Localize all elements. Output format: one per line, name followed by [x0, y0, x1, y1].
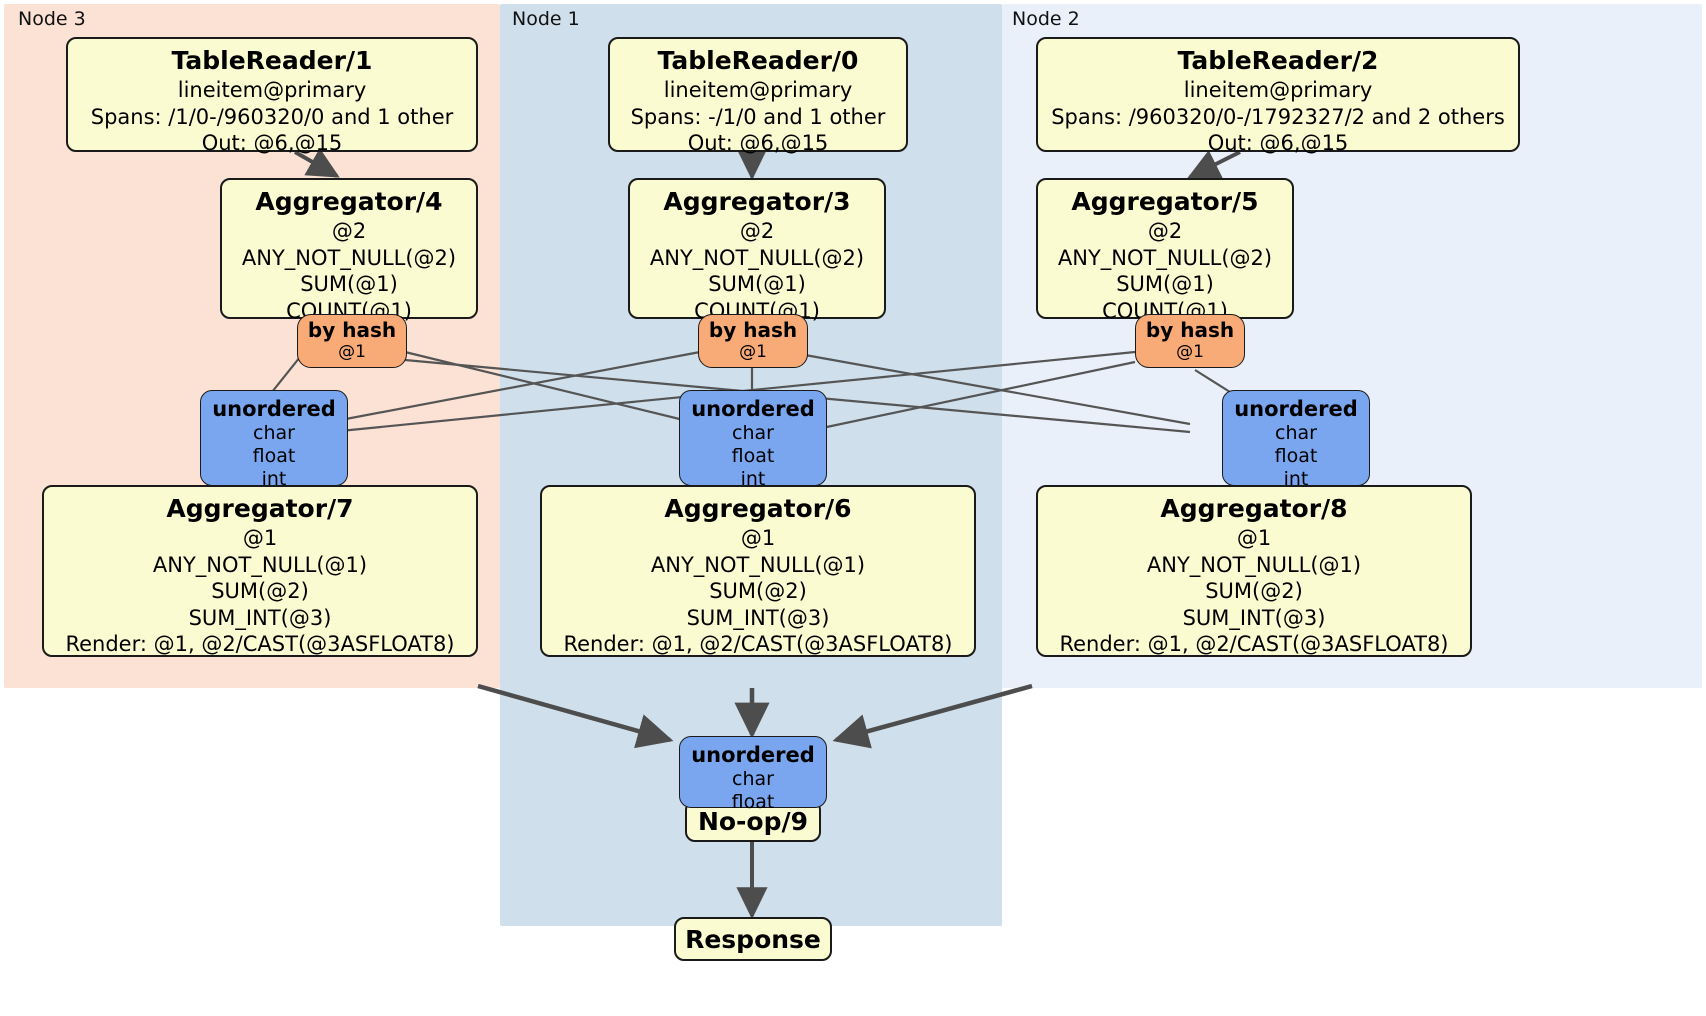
processor-line: lineitem@primary [1183, 78, 1373, 102]
synchronizer-unordered-final[interactable]: unordered char float [679, 736, 827, 813]
processor-title: Aggregator/6 [664, 494, 852, 523]
processor-line: @2 [1147, 219, 1183, 243]
router-subtitle: @1 [338, 342, 366, 362]
processor-line: Spans: /960320/0-/1792327/2 and 2 others [1051, 104, 1505, 129]
processor-line: Render: @1, @2/CAST(@3ASFLOAT8) [65, 632, 455, 656]
processor-line: Out: @6,@15 [687, 131, 829, 155]
panel-label-node-2: Node 2 [1012, 8, 1080, 30]
processor-aggregator-8[interactable]: Aggregator/8 @1 ANY_NOT_NULL(@1) SUM(@2)… [1036, 485, 1472, 657]
processor-line: @2 [331, 219, 367, 243]
processor-title: Aggregator/7 [166, 494, 354, 523]
processor-line: ANY_NOT_NULL(@1) [152, 552, 368, 577]
synchronizer-unordered-right[interactable]: unordered char float int [1222, 390, 1370, 490]
processor-line: ANY_NOT_NULL(@2) [241, 245, 457, 270]
processor-aggregator-6[interactable]: Aggregator/6 @1 ANY_NOT_NULL(@1) SUM(@2)… [540, 485, 976, 657]
processor-line: lineitem@primary [177, 78, 367, 102]
router-title: by hash [307, 318, 397, 342]
processor-title: TableReader/0 [657, 46, 859, 75]
processor-title: Aggregator/4 [255, 187, 443, 216]
processor-line: Render: @1, @2/CAST(@3ASFLOAT8) [563, 632, 953, 656]
processor-line: SUM_INT(@3) [188, 605, 332, 630]
processor-aggregator-5[interactable]: Aggregator/5 @2 ANY_NOT_NULL(@2) SUM(@1)… [1036, 178, 1294, 323]
processor-table-reader-0[interactable]: TableReader/0 lineitem@primary Spans: -/… [608, 37, 908, 155]
processor-line: lineitem@primary [663, 78, 853, 102]
synchronizer-type: int [1283, 468, 1309, 490]
processor-line: SUM(@2) [709, 579, 807, 603]
processor-line: SUM_INT(@3) [686, 605, 830, 630]
processor-line: SUM_INT(@3) [1182, 605, 1326, 630]
processor-aggregator-7[interactable]: Aggregator/7 @1 ANY_NOT_NULL(@1) SUM(@2)… [42, 485, 478, 657]
processor-aggregator-4[interactable]: Aggregator/4 @2 ANY_NOT_NULL(@2) SUM(@1)… [220, 178, 478, 323]
processor-table-reader-2[interactable]: TableReader/2 lineitem@primary Spans: /9… [1036, 37, 1520, 155]
router-subtitle: @1 [739, 342, 767, 362]
synchronizer-title: unordered [212, 397, 336, 421]
processor-line: Out: @6,@15 [1207, 131, 1349, 155]
synchronizer-type: char [1275, 422, 1317, 444]
processor-line: ANY_NOT_NULL(@2) [1057, 245, 1273, 270]
synchronizer-type: char [732, 422, 774, 444]
synchronizer-title: unordered [1234, 397, 1358, 421]
processor-title: TableReader/1 [171, 46, 373, 75]
processor-line: Spans: -/1/0 and 1 other [630, 104, 886, 129]
synchronizer-type: int [740, 468, 766, 490]
processor-line: SUM(@2) [1205, 579, 1303, 603]
synchronizer-title: unordered [691, 397, 815, 421]
synchronizer-type: float [252, 445, 296, 467]
processor-title: Aggregator/3 [663, 187, 851, 216]
panel-label-node-3: Node 3 [18, 8, 86, 30]
processor-title: TableReader/2 [1177, 46, 1379, 75]
processor-line: Spans: /1/0-/960320/0 and 1 other [90, 104, 454, 129]
processor-line: ANY_NOT_NULL(@1) [1146, 552, 1362, 577]
synchronizer-unordered-center[interactable]: unordered char float int [679, 390, 827, 490]
synchronizer-type: char [732, 768, 774, 790]
processor-title: Response [685, 924, 821, 954]
synchronizer-type: float [731, 445, 775, 467]
processor-line: Render: @1, @2/CAST(@3ASFLOAT8) [1059, 632, 1449, 656]
processor-line: @1 [242, 526, 278, 550]
synchronizer-type: float [1274, 445, 1318, 467]
processor-line: @2 [739, 219, 775, 243]
synchronizer-type: float [731, 791, 775, 813]
router-subtitle: @1 [1176, 342, 1204, 362]
router-by-hash-center[interactable]: by hash @1 [698, 314, 808, 368]
processor-title: Aggregator/8 [1160, 494, 1348, 523]
synchronizer-type: char [253, 422, 295, 444]
processor-line: SUM(@1) [1116, 272, 1214, 296]
synchronizer-unordered-left[interactable]: unordered char float int [200, 390, 348, 490]
router-by-hash-right[interactable]: by hash @1 [1135, 314, 1245, 368]
processor-line: @1 [1236, 526, 1272, 550]
router-by-hash-left[interactable]: by hash @1 [297, 314, 407, 368]
processor-line: SUM(@1) [300, 272, 398, 296]
router-title: by hash [1145, 318, 1235, 342]
processor-line: ANY_NOT_NULL(@1) [650, 552, 866, 577]
panel-label-node-1: Node 1 [512, 8, 580, 30]
processor-response[interactable]: Response [674, 917, 832, 961]
processor-table-reader-1[interactable]: TableReader/1 lineitem@primary Spans: /1… [66, 37, 478, 155]
synchronizer-title: unordered [691, 743, 815, 767]
processor-line: Out: @6,@15 [201, 131, 343, 155]
processor-line: SUM(@2) [211, 579, 309, 603]
processor-line: SUM(@1) [708, 272, 806, 296]
processor-aggregator-3[interactable]: Aggregator/3 @2 ANY_NOT_NULL(@2) SUM(@1)… [628, 178, 886, 323]
synchronizer-type: int [261, 468, 287, 490]
processor-line: @1 [740, 526, 776, 550]
router-title: by hash [708, 318, 798, 342]
processor-title: Aggregator/5 [1071, 187, 1259, 216]
processor-line: ANY_NOT_NULL(@2) [649, 245, 865, 270]
